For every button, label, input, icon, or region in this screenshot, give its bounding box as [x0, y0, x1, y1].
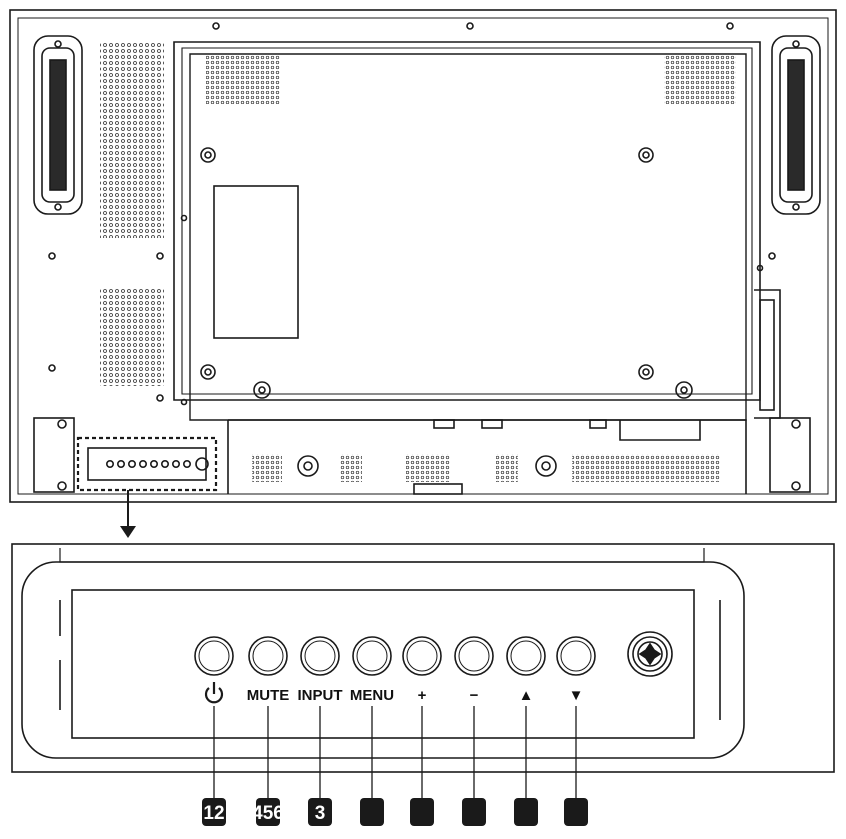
callout-badge [462, 798, 486, 826]
bottom-io-area [227, 419, 747, 495]
panel-face [71, 589, 695, 739]
left-bracket [33, 417, 75, 493]
monitor-outer-frame [9, 9, 837, 503]
panel-bezel [21, 561, 745, 759]
callout-badge [360, 798, 384, 826]
main-back-plate [173, 41, 764, 421]
input-label: INPUT [298, 687, 343, 704]
callout-number: 456 [252, 803, 284, 824]
control-button-strip [76, 436, 218, 492]
callout-badge: 456 [252, 798, 284, 826]
down-label: ▼ [569, 687, 584, 704]
joystick-control[interactable] [627, 631, 673, 677]
callout-number: 3 [315, 803, 326, 824]
mute-label: MUTE [247, 687, 290, 704]
zoom-outer-border [11, 543, 835, 773]
callout-badge [514, 798, 538, 826]
mute-button[interactable] [248, 636, 288, 676]
side-connector-panel [754, 289, 781, 419]
minus-button[interactable] [454, 636, 494, 676]
buttons-layer: 12 MUTE 456 INPUT 3 MENU + − ▲ ▼ [194, 636, 596, 826]
callout-badge: 12 [202, 798, 226, 826]
up-button[interactable] [506, 636, 546, 676]
vent-grille-left-top [100, 42, 164, 238]
minus-label: − [470, 687, 479, 704]
callout-badge: 3 [308, 798, 332, 826]
menu-label: MENU [350, 687, 394, 704]
down-button[interactable] [556, 636, 596, 676]
control-panel-zoom [11, 543, 835, 773]
callout-badge [564, 798, 588, 826]
monitor-rear-view [9, 9, 837, 503]
right-handle [771, 35, 821, 215]
zoom-arrow [120, 490, 136, 538]
callout-number: 12 [203, 803, 224, 824]
label-plate [213, 185, 299, 339]
callout-badge [410, 798, 434, 826]
plus-label: + [418, 687, 427, 704]
menu-button[interactable] [352, 636, 392, 676]
power-icon [204, 682, 224, 704]
input-button[interactable] [300, 636, 340, 676]
vent-grille-left-bottom [100, 288, 164, 386]
up-label: ▲ [519, 687, 534, 704]
left-handle [33, 35, 83, 215]
right-bracket [769, 417, 811, 493]
plus-button[interactable] [402, 636, 442, 676]
power-button[interactable] [194, 636, 234, 676]
